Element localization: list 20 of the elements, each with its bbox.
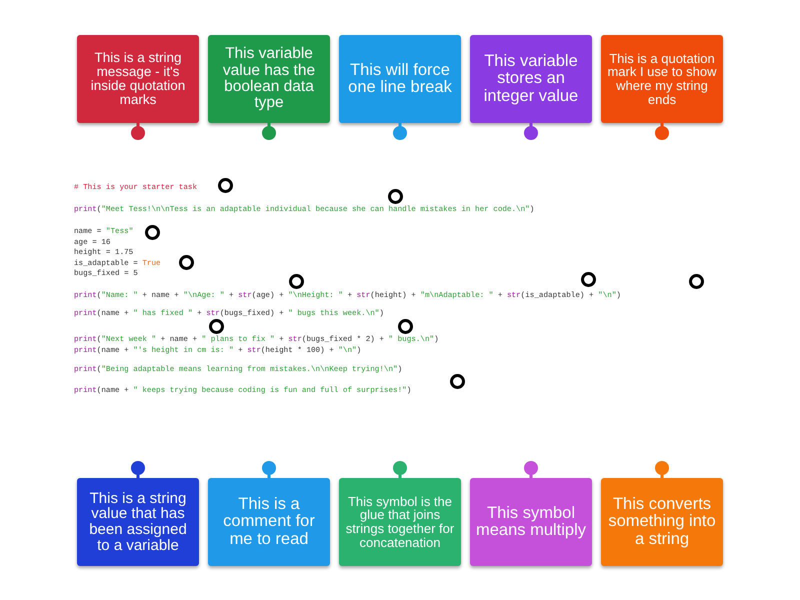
label-card: This is a string value that has been assigned to a variable xyxy=(77,478,199,566)
drop-target-circle xyxy=(581,272,596,287)
drop-target-circle xyxy=(179,255,194,270)
label-card: This is a string message - it's inside quotation marks xyxy=(77,35,199,123)
drop-target-circle xyxy=(145,225,160,240)
drop-target-circle xyxy=(689,274,704,289)
label-card: This variable value has the boolean data type xyxy=(208,35,330,123)
drop-target-circle xyxy=(388,189,403,204)
label-card: This converts something into a string xyxy=(601,478,723,566)
drop-target-circle xyxy=(209,319,224,334)
label-card: This is a quotation mark I use to show where my string ends xyxy=(601,35,723,123)
label-card: This symbol is the glue that joins strings together for concatenation xyxy=(339,478,461,566)
drop-target-circle xyxy=(398,319,413,334)
label-card: This will force one line break xyxy=(339,35,461,123)
label-card: This symbol means multiply xyxy=(470,478,592,566)
drop-target-circle xyxy=(450,374,465,389)
label-card: This is a comment for me to read xyxy=(208,478,330,566)
drop-target-circle xyxy=(289,274,304,289)
drop-target-circle xyxy=(218,178,233,193)
label-card: This variable stores an integer value xyxy=(470,35,592,123)
